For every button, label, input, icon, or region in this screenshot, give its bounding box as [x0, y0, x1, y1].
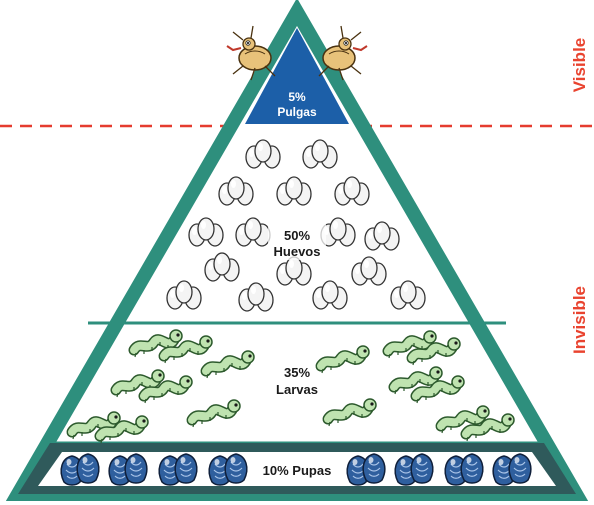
- huevos-percent: 50%: [284, 228, 310, 243]
- invisible-label: Invisible: [570, 286, 589, 354]
- pupa-icon: [77, 454, 99, 483]
- pupa-icon: [225, 454, 247, 483]
- visible-label: Visible: [570, 38, 589, 93]
- pupa-icon: [411, 454, 433, 483]
- pulgas-label: Pulgas: [277, 105, 317, 119]
- pupa-icon: [175, 454, 197, 483]
- pupas-label: 10% Pupas: [263, 463, 332, 478]
- pupa-icon: [509, 454, 531, 483]
- huevos-label: Huevos: [274, 244, 321, 259]
- pupa-icon: [125, 454, 147, 483]
- pupa-icon: [363, 454, 385, 483]
- pupa-icon: [461, 454, 483, 483]
- pulgas-percent: 5%: [288, 90, 306, 104]
- larvas-label: Larvas: [276, 382, 318, 397]
- larvas-percent: 35%: [284, 365, 310, 380]
